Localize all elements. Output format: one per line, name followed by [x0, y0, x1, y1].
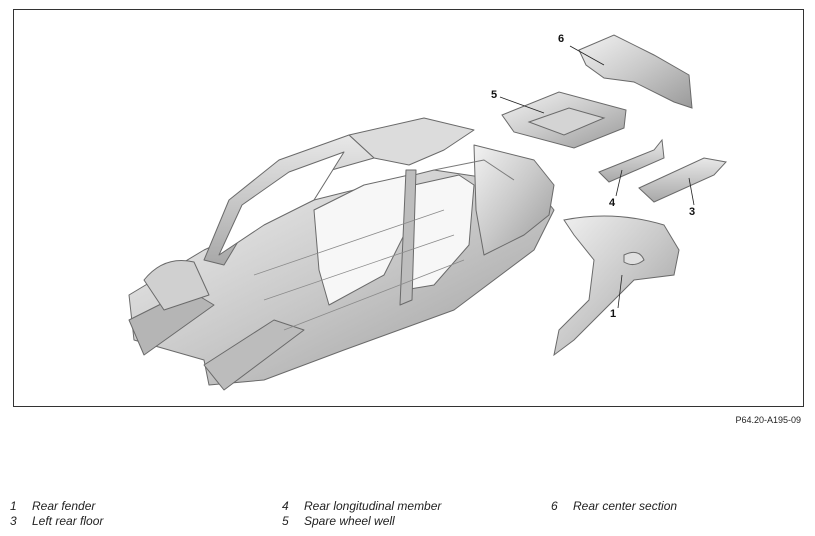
part-rear-fender: [553, 215, 680, 357]
legend-item: 1 Rear fender: [10, 499, 95, 513]
callout-6: 6: [558, 33, 565, 45]
legend-number: 5: [282, 514, 289, 528]
legend-item: 5 Spare wheel well: [282, 514, 395, 528]
legend-label: Rear fender: [32, 499, 96, 513]
body-in-white: [128, 117, 555, 391]
legend-number: 4: [282, 499, 289, 513]
callout-4: 4: [609, 197, 616, 209]
part-rear-longitudinal-member: [598, 138, 665, 183]
callout-3: 3: [689, 206, 696, 218]
legend-item: 3 Left rear floor: [10, 514, 103, 528]
part-left-rear-floor: [638, 157, 727, 203]
diagram-frame: 6 5 4 3 1: [13, 9, 804, 407]
callout-1: 1: [610, 308, 617, 320]
leader-lines: [499, 45, 695, 309]
legend-number: 1: [10, 499, 17, 513]
callout-5: 5: [491, 89, 498, 101]
legend-label: Rear longitudinal member: [304, 499, 442, 513]
legend-number: 3: [10, 514, 17, 528]
legend-label: Left rear floor: [32, 514, 104, 528]
legend-number: 6: [551, 499, 558, 513]
part-spare-wheel-well: [501, 91, 627, 149]
part-rear-center-section: [578, 34, 693, 109]
legend-item: 6 Rear center section: [551, 499, 677, 513]
legend-label: Rear center section: [573, 499, 678, 513]
figure-reference-code: P64.20-A195-09: [735, 415, 801, 425]
body-shell-illustration: [128, 34, 727, 391]
legend-item: 4 Rear longitudinal member: [282, 499, 441, 513]
legend-label: Spare wheel well: [304, 514, 395, 528]
